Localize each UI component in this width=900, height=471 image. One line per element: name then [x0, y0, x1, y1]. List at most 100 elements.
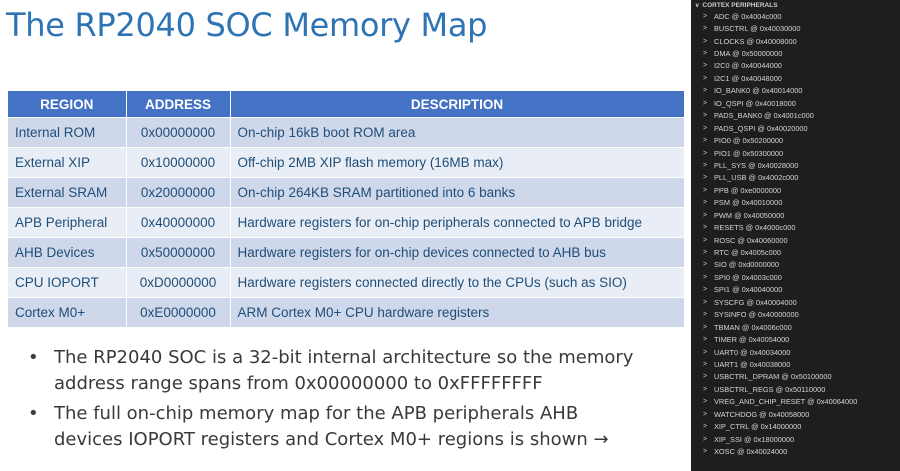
bullet-text-line: The RP2040 SOC is a 32-bit internal arch…	[54, 347, 634, 368]
chevron-right-icon: >	[703, 311, 708, 319]
peripheral-label: WATCHDOG @ 0x40058000	[714, 409, 810, 419]
peripheral-label: UART1 @ 0x40038000	[714, 359, 791, 369]
chevron-right-icon: >	[703, 25, 708, 33]
chevron-right-icon: >	[703, 448, 708, 456]
peripheral-tree-item[interactable]: >PPB @ 0xe0000000	[691, 184, 900, 196]
peripheral-tree-item[interactable]: >DMA @ 0x50000000	[691, 47, 900, 59]
peripheral-label: PIO1 @ 0x50300000	[714, 148, 784, 158]
peripheral-label: SPI1 @ 0x40040000	[714, 285, 783, 295]
peripheral-label: SPI0 @ 0x4003c000	[714, 272, 782, 282]
peripheral-label: RESETS @ 0x4000c000	[714, 223, 796, 233]
peripheral-tree-item[interactable]: >I2C1 @ 0x40048000	[691, 72, 900, 84]
peripheral-label: VREG_AND_CHIP_RESET @ 0x40064000	[714, 397, 858, 407]
peripheral-label: I2C1 @ 0x40048000	[714, 73, 782, 83]
peripheral-label: IO_BANK0 @ 0x40014000	[714, 86, 803, 96]
peripheral-tree-item[interactable]: >WATCHDOG @ 0x40058000	[691, 408, 900, 420]
region-cell: External XIP	[8, 147, 127, 178]
peripheral-tree-item[interactable]: >XIP_SSI @ 0x18000000	[691, 433, 900, 445]
peripheral-tree-item[interactable]: >PADS_BANK0 @ 0x4001c000	[691, 110, 900, 122]
peripheral-label: BUSCTRL @ 0x40030000	[714, 24, 801, 34]
memory-map-table: REGION ADDRESS DESCRIPTION Internal ROM …	[8, 91, 685, 327]
peripheral-tree-item[interactable]: >SYSCFG @ 0x40004000	[691, 296, 900, 308]
table-row: External XIP 0x10000000 Off-chip 2MB XIP…	[8, 147, 685, 178]
peripheral-tree-item[interactable]: >VREG_AND_CHIP_RESET @ 0x40064000	[691, 396, 900, 408]
peripheral-tree-item[interactable]: >TBMAN @ 0x4006c000	[691, 321, 900, 333]
peripheral-tree-item[interactable]: > BUSCTRL @ 0x40030000	[691, 22, 900, 34]
address-cell: 0x20000000	[126, 177, 231, 208]
address-cell: 0x40000000	[126, 207, 231, 238]
peripheral-tree-item[interactable]: >PWM @ 0x40050000	[691, 209, 900, 221]
description-cell: ARM Cortex M0+ CPU hardware registers	[230, 297, 685, 327]
peripheral-tree-item[interactable]: >I2C0 @ 0x40044000	[691, 60, 900, 72]
peripheral-label: USBCTRL_DPRAM @ 0x50100000	[714, 372, 832, 382]
peripheral-tree-item[interactable]: >ROSC @ 0x40060000	[691, 234, 900, 246]
peripheral-label: TIMER @ 0x40054000	[714, 335, 790, 345]
chevron-right-icon: >	[703, 261, 708, 269]
peripheral-label: XOSC @ 0x40024000	[714, 447, 788, 457]
chevron-right-icon: >	[703, 12, 708, 20]
peripheral-tree-item[interactable]: >UART0 @ 0x40034000	[691, 346, 900, 358]
address-cell: 0x00000000	[126, 117, 231, 148]
chevron-right-icon: >	[703, 186, 708, 194]
address-cell: 0x50000000	[126, 237, 231, 268]
slide-title: The RP2040 SOC Memory Map	[6, 6, 488, 44]
chevron-right-icon: >	[703, 348, 708, 356]
chevron-right-icon: >	[703, 161, 708, 169]
bullet-list: • The RP2040 SOC is a 32-bit internal ar…	[28, 345, 688, 457]
chevron-right-icon: >	[703, 423, 708, 431]
peripheral-tree-item[interactable]: >PADS_QSPI @ 0x40020000	[691, 122, 900, 134]
chevron-right-icon: >	[703, 124, 708, 132]
peripheral-tree-item[interactable]: >PSM @ 0x40010000	[691, 197, 900, 209]
peripheral-tree-item[interactable]: > ADC @ 0x4004c000	[691, 10, 900, 22]
bullet-item: • The full on-chip memory map for the AP…	[28, 401, 688, 453]
peripheral-label: PSM @ 0x40010000	[714, 198, 783, 208]
cortex-peripherals-header[interactable]: ∨ CORTEX PERIPHERALS	[691, 0, 900, 10]
chevron-right-icon: >	[703, 37, 708, 45]
description-cell: On-chip 16kB boot ROM area	[230, 117, 685, 148]
chevron-right-icon: >	[703, 62, 708, 70]
chevron-right-icon: >	[703, 87, 708, 95]
description-cell: Hardware registers for on-chip periphera…	[230, 207, 685, 238]
peripheral-tree-item[interactable]: >SYSINFO @ 0x40000000	[691, 309, 900, 321]
table-row: Internal ROM 0x00000000 On-chip 16kB boo…	[8, 117, 685, 148]
peripheral-label: PLL_USB @ 0x4002c000	[714, 173, 799, 183]
peripheral-tree-item[interactable]: >USBCTRL_REGS @ 0x50110000	[691, 383, 900, 395]
description-cell: Off-chip 2MB XIP flash memory (16MB max)	[230, 147, 685, 178]
description-cell: On-chip 264KB SRAM partitioned into 6 ba…	[230, 177, 685, 208]
table-header-row: REGION ADDRESS DESCRIPTION	[8, 91, 685, 118]
peripheral-tree-item[interactable]: >TIMER @ 0x40054000	[691, 333, 900, 345]
address-cell: 0xD0000000	[126, 267, 231, 298]
peripheral-tree-item[interactable]: >RESETS @ 0x4000c000	[691, 221, 900, 233]
panel-header-label: CORTEX PERIPHERALS	[702, 1, 778, 9]
peripheral-tree-item[interactable]: > IO_BANK0 @ 0x40014000	[691, 85, 900, 97]
chevron-right-icon: >	[703, 149, 708, 157]
peripheral-tree-item[interactable]: > PIO1 @ 0x50300000	[691, 147, 900, 159]
chevron-right-icon: >	[703, 360, 708, 368]
peripheral-tree-item[interactable]: >RTC @ 0x4005c000	[691, 246, 900, 258]
peripheral-tree-item[interactable]: >SPI0 @ 0x4003c000	[691, 271, 900, 283]
peripheral-tree-item[interactable]: > XOSC @ 0x40024000	[691, 445, 900, 457]
chevron-right-icon: >	[703, 373, 708, 381]
column-header-description: DESCRIPTION	[230, 91, 685, 118]
region-cell: CPU IOPORT	[8, 267, 127, 298]
chevron-right-icon: >	[703, 286, 708, 294]
table-row: External SRAM 0x20000000 On-chip 264KB S…	[8, 177, 685, 208]
peripheral-label: XIP_SSI @ 0x18000000	[714, 434, 795, 444]
peripheral-label: ADC @ 0x4004c000	[714, 11, 782, 21]
chevron-right-icon: >	[703, 385, 708, 393]
peripheral-tree-item[interactable]: >PIO0 @ 0x50200000	[691, 134, 900, 146]
peripheral-tree-item[interactable]: > SPI1 @ 0x40040000	[691, 284, 900, 296]
peripheral-tree-item[interactable]: >XIP_CTRL @ 0x14000000	[691, 420, 900, 432]
peripheral-tree-item[interactable]: > UART1 @ 0x40038000	[691, 358, 900, 370]
peripheral-tree-item[interactable]: >SIO @ 0xd0000000	[691, 259, 900, 271]
column-header-region: REGION	[8, 91, 127, 118]
peripheral-label: SYSCFG @ 0x40004000	[714, 297, 797, 307]
table-row: Cortex M0+ 0xE0000000 ARM Cortex M0+ CPU…	[8, 297, 685, 327]
peripheral-tree-item[interactable]: >PLL_SYS @ 0x40028000	[691, 159, 900, 171]
region-cell: AHB Devices	[8, 237, 127, 268]
peripheral-tree-item[interactable]: >PLL_USB @ 0x4002c000	[691, 172, 900, 184]
peripheral-tree-item[interactable]: > USBCTRL_DPRAM @ 0x50100000	[691, 371, 900, 383]
peripheral-tree-item[interactable]: >CLOCKS @ 0x40008000	[691, 35, 900, 47]
peripheral-tree-item[interactable]: >IO_QSPI @ 0x40018000	[691, 97, 900, 109]
chevron-right-icon: >	[703, 112, 708, 120]
